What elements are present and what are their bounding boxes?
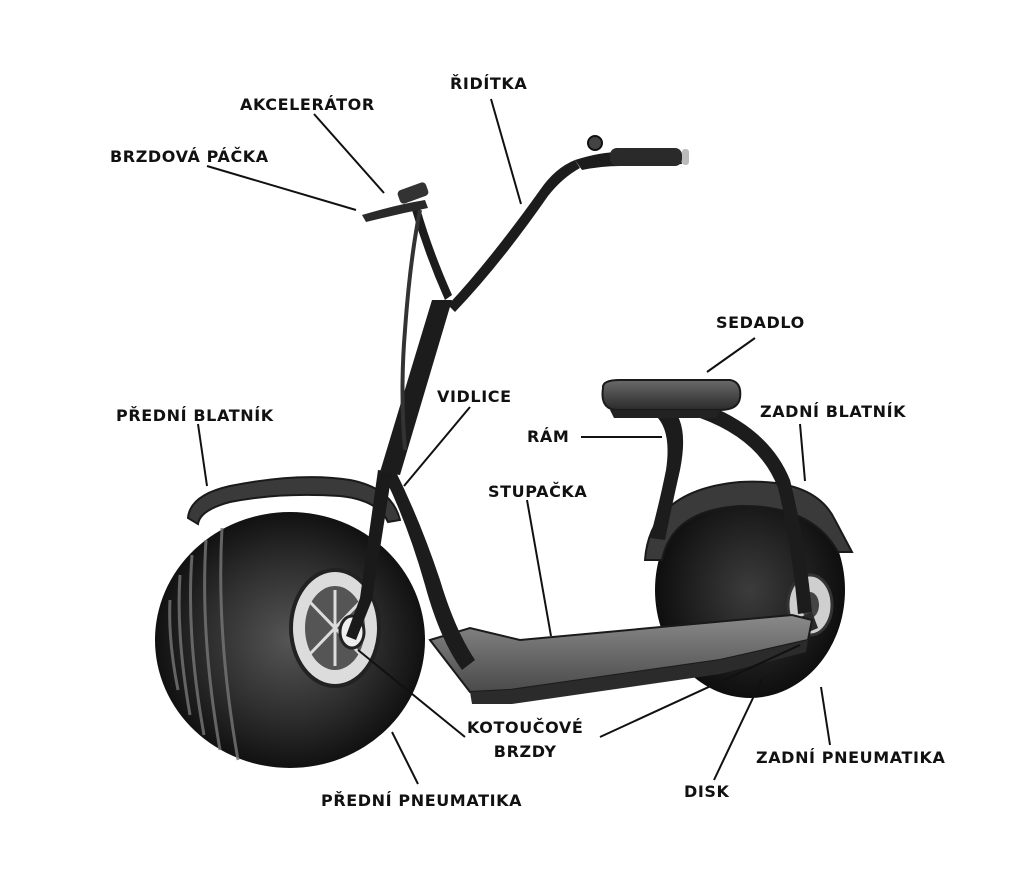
label-vidlice: VIDLICE xyxy=(437,387,512,407)
label-predni-blatnik: PŘEDNÍ BLATNÍK xyxy=(116,406,274,426)
label-brzdova-packa: BRZDOVÁ PÁČKA xyxy=(110,147,269,167)
leader-zadni-blatnik xyxy=(800,424,805,481)
label-stupacka: STUPAČKA xyxy=(488,482,587,502)
leader-predni-pneumatika xyxy=(392,732,418,784)
label-kotoucove-brzdy-line1: KOTOUČOVÉ xyxy=(467,716,583,740)
front-wheel xyxy=(155,512,425,768)
label-sedadlo: SEDADLO xyxy=(716,313,805,333)
label-ram: RÁM xyxy=(527,427,569,447)
leader-predni-blatnik xyxy=(198,424,207,486)
label-predni-pneumatika: PŘEDNÍ PNEUMATIKA xyxy=(321,791,522,811)
label-zadni-blatnik: ZADNÍ BLATNÍK xyxy=(760,402,906,422)
leader-zadni-pneumatika xyxy=(821,687,830,745)
leader-sedadlo xyxy=(707,338,755,372)
label-riditka: ŘIDÍTKA xyxy=(450,74,527,94)
leader-riditka xyxy=(491,99,521,204)
right-grip xyxy=(610,148,682,166)
seat xyxy=(603,380,741,410)
leader-stupacka xyxy=(527,500,551,636)
label-disk: DISK xyxy=(684,782,730,802)
leader-akcelerator xyxy=(314,114,384,193)
label-kotoucove-brzdy: KOTOUČOVÉ BRZDY xyxy=(467,716,583,764)
label-zadni-pneumatika: ZADNÍ PNEUMATIKA xyxy=(756,748,946,768)
label-akcelerator: AKCELERÁTOR xyxy=(240,95,375,115)
label-kotoucove-brzdy-line2: BRZDY xyxy=(467,740,583,764)
leader-brzdova-packa xyxy=(207,166,356,210)
